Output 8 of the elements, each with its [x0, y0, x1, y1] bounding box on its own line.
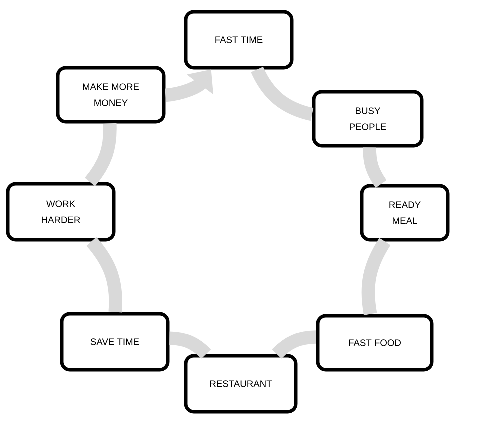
process-box: MAKE MORE MONEY	[56, 66, 166, 124]
process-box: RESTAURANT	[184, 354, 298, 414]
process-box: SAVE TIME	[60, 312, 170, 372]
process-box: FAST TIME	[184, 10, 294, 70]
process-box: READY MEAL	[360, 184, 450, 242]
process-box: WORK HARDER	[6, 182, 116, 242]
process-box: FAST FOOD	[316, 314, 434, 372]
process-box: BUSY PEOPLE	[312, 90, 424, 148]
